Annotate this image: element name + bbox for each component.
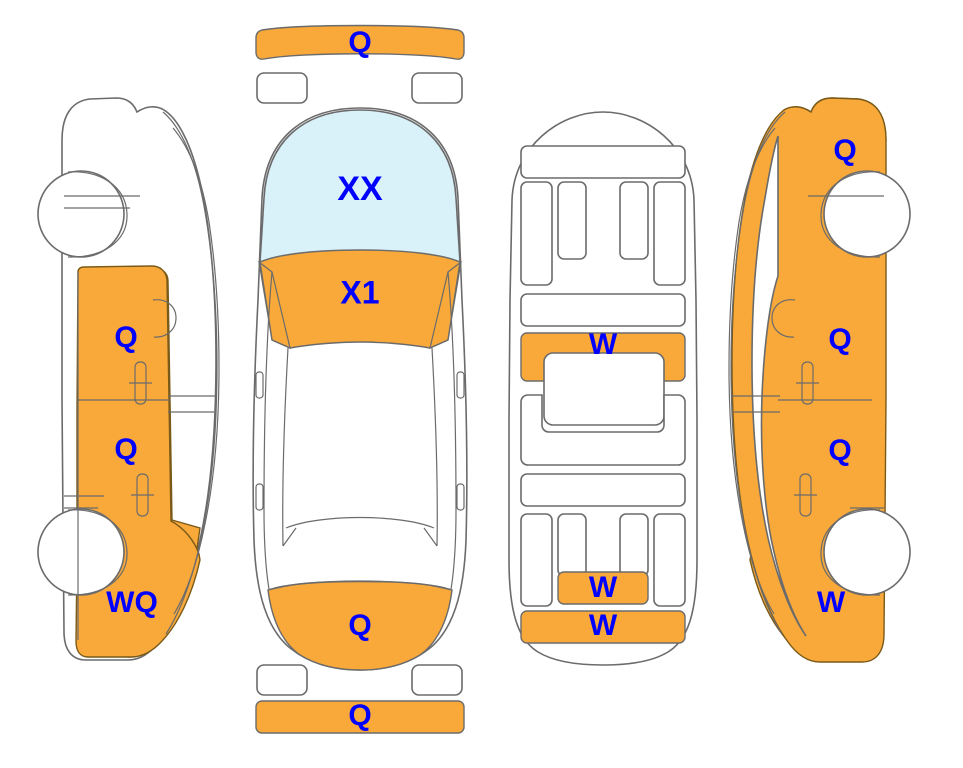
zone-label-right-front-fender: Q <box>833 134 856 167</box>
interior-bar-right-inner <box>619 181 649 260</box>
interior-bar-left-outer <box>520 181 553 286</box>
right-side-labels: Q Q Q W <box>817 134 857 619</box>
left-body-outline <box>61 97 217 661</box>
front-left-lamp <box>256 72 308 104</box>
zone-label-interior-bottom: W <box>589 609 618 642</box>
top-left-fender-wedge <box>258 260 291 350</box>
zone-label-rear-bumper: Q <box>348 699 371 732</box>
zone-label-left-front-door: Q <box>114 321 137 354</box>
right-side-mirror <box>771 299 796 338</box>
right-front-wheel-arch <box>820 171 881 258</box>
left-window-line-b <box>172 127 220 615</box>
interior-outline <box>508 111 698 666</box>
interior-view: W W W <box>508 111 698 666</box>
interior-bar2-left-inner <box>557 513 587 577</box>
zone-label-interior-mid: W <box>589 328 618 361</box>
rear-right-lamp <box>411 664 463 696</box>
right-rear-wheel-arch <box>820 509 881 596</box>
top-left-body-seam-2 <box>282 347 289 547</box>
right-front-door-handle <box>796 361 819 405</box>
top-view: Q XX X1 Q Q <box>252 24 468 734</box>
zone-label-left-rear-quarter: WQ <box>106 586 158 619</box>
right-rear-door-handle <box>794 473 817 517</box>
front-right-lamp <box>411 72 463 104</box>
zone-label-left-rear-door: Q <box>114 433 137 466</box>
front-bumper-shape <box>255 24 465 60</box>
rear-deck-line-2 <box>282 527 438 547</box>
left-rear-wheel-arch <box>67 509 128 596</box>
zone-label-right-rear-quarter: W <box>817 586 846 619</box>
rear-left-lamp <box>256 664 308 696</box>
interior-lower-panel <box>557 571 649 605</box>
interior-middle-bar <box>520 293 686 327</box>
left-rear-door-handle <box>131 473 154 517</box>
interior-u-bar <box>520 394 686 466</box>
left-side-mirror <box>152 299 177 338</box>
left-side-view: Q Q WQ <box>37 97 220 661</box>
right-side-view <box>728 97 911 663</box>
zone-label-interior-lower: W <box>589 571 618 604</box>
right-greenhouse-cut <box>751 135 807 637</box>
hood-region <box>259 249 461 349</box>
rear-trunk-inner-line <box>267 580 453 591</box>
left-front-door-handle <box>129 361 152 405</box>
top-right-mirror-2 <box>456 483 465 511</box>
interior-bar2-right-inner <box>619 513 649 577</box>
interior-top-bar <box>520 145 686 179</box>
zone-label-windshield-roof: XX <box>337 170 383 208</box>
rear-bumper <box>255 700 465 734</box>
interior-bottom-panel <box>520 610 686 644</box>
top-left-mirror-2 <box>255 483 264 511</box>
top-right-body-seam-2 <box>431 347 438 547</box>
zone-label-right-rear-door: Q <box>828 434 851 467</box>
left-front-wheel-arch <box>67 171 128 258</box>
top-right-fender-wedge <box>429 260 462 350</box>
top-right-mirror <box>456 371 465 399</box>
top-left-mirror <box>255 371 264 399</box>
zone-label-right-front-door: Q <box>828 323 851 356</box>
zone-label-front-bumper: Q <box>348 26 371 59</box>
interior-bar-right-outer <box>653 181 686 286</box>
rear-deck-line <box>285 516 435 529</box>
interior-lower-bar <box>520 473 686 507</box>
interior-center-console <box>543 352 665 426</box>
interior-bar2-left-outer <box>520 513 553 607</box>
right-window-line-b <box>728 127 776 615</box>
interior-bar-left-inner <box>557 181 587 260</box>
interior-bar2-right-outer <box>653 513 686 607</box>
zone-label-trunk: Q <box>348 609 371 642</box>
zone-label-hood: X1 <box>340 274 379 310</box>
